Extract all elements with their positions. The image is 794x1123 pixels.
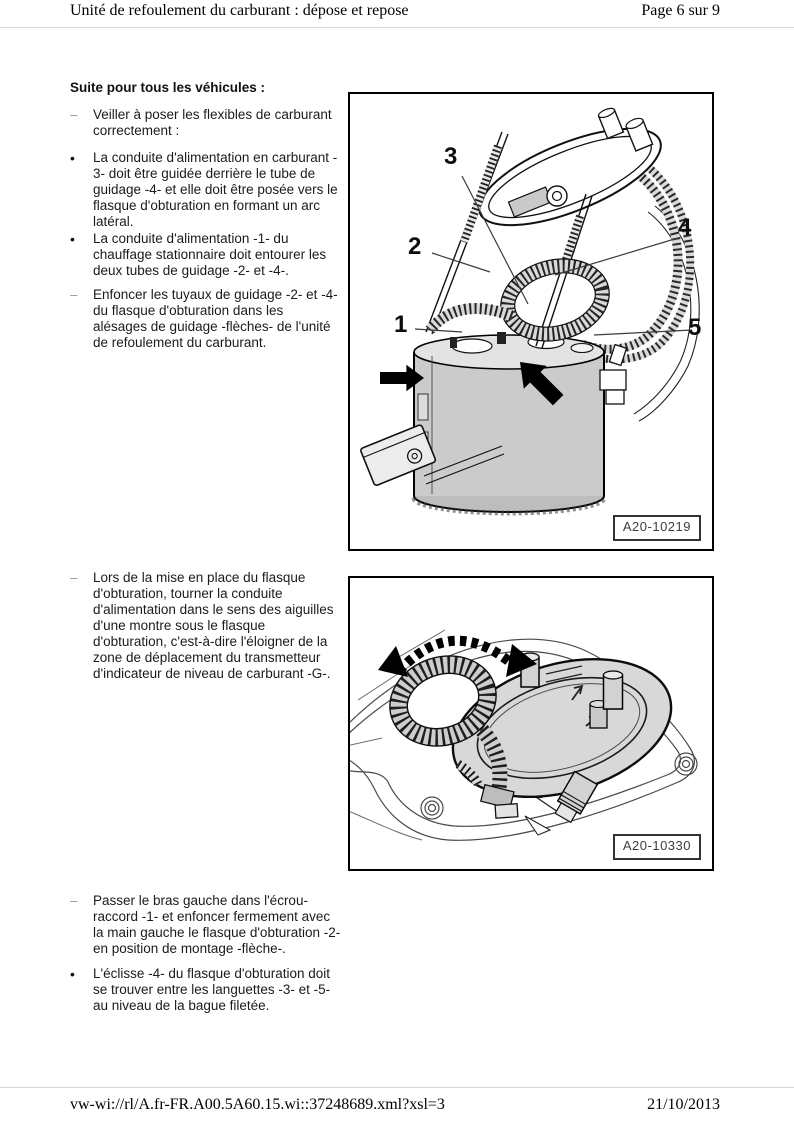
header-title: Unité de refoulement du carburant : dépo…	[70, 2, 409, 19]
unit-flange	[478, 107, 662, 227]
instruction-item: – Lors de la mise en place du flasque d'…	[70, 570, 360, 682]
figure-fuel-delivery-unit: 1 2 3 4 5 A20-10219	[348, 92, 714, 551]
callout-4: 4	[678, 214, 692, 241]
hose-tail	[476, 725, 508, 790]
instruction-text: Enfoncer les tuyaux de guidage -2- et -4…	[93, 287, 338, 350]
direction-arrow-icon	[380, 362, 564, 406]
dash-marker: –	[70, 893, 78, 908]
instruction-item: • La conduite d'alimentation -1- du chau…	[70, 231, 360, 279]
rotation-arrow-icon	[378, 635, 537, 677]
dash-marker: –	[70, 570, 78, 585]
instruction-item: – Passer le bras gauche dans l'écrou- ra…	[70, 893, 360, 957]
footer-rule	[0, 1087, 794, 1088]
figure-2-drawing	[350, 629, 698, 841]
callout-5: 5	[688, 314, 702, 341]
footer-source-url: vw-wi://rl/A.fr-FR.A00.5A60.15.wi::37248…	[70, 1096, 445, 1113]
instruction-text: La conduite d'alimentation en carburant …	[93, 150, 338, 229]
instruction-text: Passer le bras gauche dans l'écrou- racc…	[93, 893, 341, 956]
instruction-item: – Veiller à poser les flexibles de carbu…	[70, 107, 360, 139]
figure-ref-badge: A20-10219	[612, 515, 701, 541]
instruction-item: • La conduite d'alimentation en carburan…	[70, 150, 360, 230]
instruction-item: • L'éclisse -4- du flasque d'obturation …	[70, 966, 360, 1014]
figure-ref-badge: A20-10330	[612, 834, 701, 860]
sender-cable	[423, 445, 505, 485]
callout-2: 2	[408, 233, 422, 260]
sender-unit	[360, 424, 437, 486]
instruction-text: Lors de la mise en place du flasque d'ob…	[93, 570, 334, 681]
tank-opening-plate	[350, 638, 698, 841]
fuel-canister	[411, 332, 607, 516]
header-page-number: Page 6 sur 9	[641, 2, 720, 19]
bullet-marker: •	[70, 231, 75, 247]
bullet-marker: •	[70, 966, 75, 982]
hose-union	[479, 783, 519, 819]
callout-1: 1	[394, 311, 408, 338]
figure-1-drawing	[360, 107, 700, 516]
instruction-text: La conduite d'alimentation -1- du chauff…	[93, 231, 327, 278]
figure-sealing-flange: A20-10330	[348, 576, 714, 871]
bullet-marker: •	[70, 150, 75, 166]
instruction-text: Veiller à poser les flexibles de carbura…	[93, 107, 332, 138]
outlet-stub	[554, 770, 599, 824]
connector-block	[599, 343, 628, 405]
callout-leader-lines	[414, 175, 693, 336]
instruction-item: – Enfoncer les tuyaux de guidage -2- et …	[70, 287, 360, 351]
header-rule	[0, 27, 794, 28]
footer-date: 21/10/2013	[647, 1096, 720, 1113]
dash-marker: –	[70, 107, 78, 122]
section-heading: Suite pour tous les véhicules :	[70, 80, 266, 95]
instruction-text: L'éclisse -4- du flasque d'obturation do…	[93, 966, 331, 1013]
callout-3: 3	[444, 143, 458, 170]
dash-marker: –	[70, 287, 78, 302]
corrugated-hose-loop	[389, 655, 497, 747]
